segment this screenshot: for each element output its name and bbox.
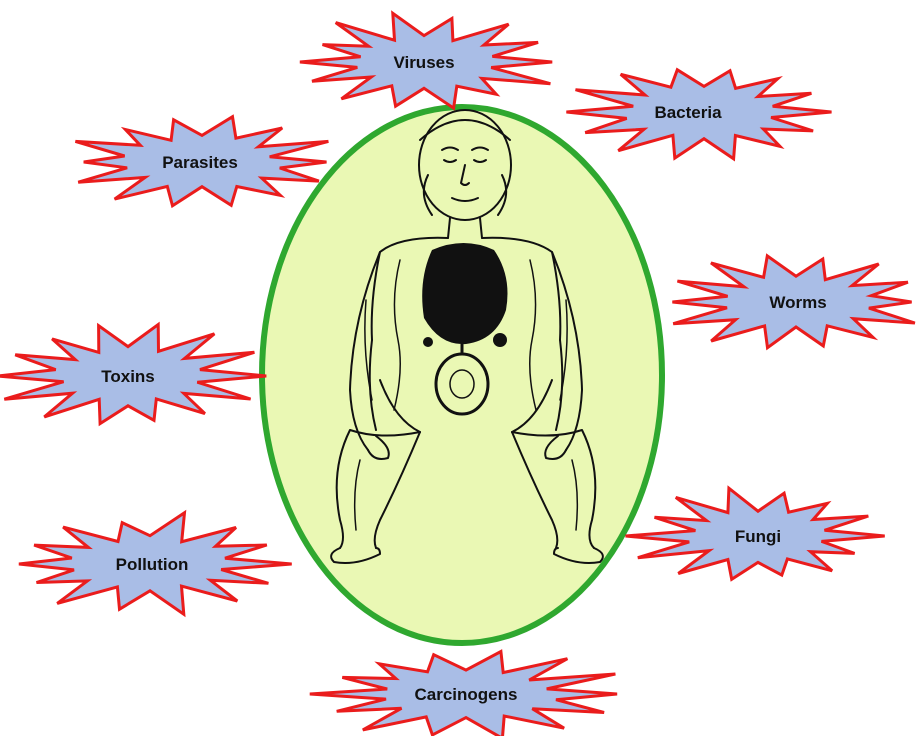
burst-viruses: Viruses — [300, 13, 552, 108]
label-pollution: Pollution — [116, 555, 189, 574]
burst-pollution: Pollution — [19, 513, 292, 614]
burst-parasites: Parasites — [75, 117, 328, 206]
label-parasites: Parasites — [162, 153, 238, 172]
burst-worms: Worms — [672, 256, 915, 348]
burst-bacteria: Bacteria — [566, 70, 831, 159]
label-fungi: Fungi — [735, 527, 781, 546]
burst-toxins: Toxins — [0, 325, 266, 424]
label-worms: Worms — [769, 293, 826, 312]
label-viruses: Viruses — [393, 53, 454, 72]
label-carcinogens: Carcinogens — [415, 685, 518, 704]
burst-carcinogens: Carcinogens — [310, 652, 617, 736]
label-toxins: Toxins — [101, 367, 155, 386]
label-bacteria: Bacteria — [654, 103, 722, 122]
burst-fungi: Fungi — [626, 488, 885, 579]
